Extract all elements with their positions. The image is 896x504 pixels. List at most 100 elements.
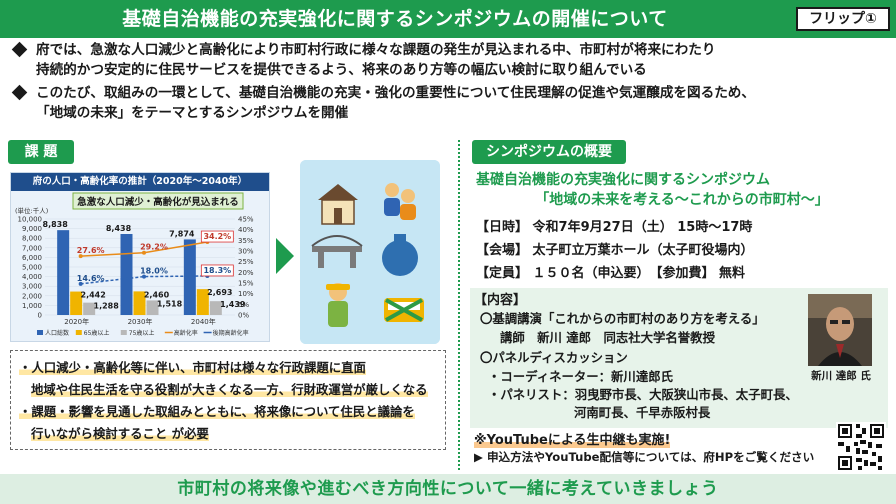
issue-2-line-2: 行いながら検討すること が必要 bbox=[31, 426, 209, 441]
right-tick-label: 30% bbox=[238, 248, 254, 256]
chart-banner: 急激な人口減少・高齢化が見込まれる bbox=[77, 196, 239, 208]
chart-plot: (単位:千人)急激な人口減少・高齢化が見込まれる01,0002,0003,000… bbox=[15, 192, 254, 337]
left-tick-label: 5,000 bbox=[22, 264, 42, 272]
legend-label: 人口総数 bbox=[45, 329, 69, 337]
left-tick-label: 9,000 bbox=[22, 225, 42, 233]
population-chart: 府の人口・高齢化率の推計（2020年〜2040年） (単位:千人) 急激な人口減少… bbox=[10, 172, 270, 342]
legend-label: 後期高齢化率 bbox=[213, 329, 249, 337]
line-point bbox=[142, 250, 146, 255]
issues-illustration bbox=[300, 160, 440, 344]
line-point bbox=[142, 274, 146, 279]
line-value-label: 27.6% bbox=[77, 246, 105, 255]
legend-label: 75歳以上 bbox=[129, 329, 155, 337]
line-value-label: 18.3% bbox=[203, 266, 231, 275]
line-point bbox=[78, 281, 83, 286]
flip-badge: フリップ① bbox=[796, 7, 890, 31]
venue-line: 【会場】 太子町立万葉ホール（太子町役場内） bbox=[476, 243, 754, 258]
issues-text-box: ・人口減少・高齢化等に伴い、市町村は様々な行政課題に直面 地域や住民生活を守る役… bbox=[10, 350, 446, 450]
left-tick-label: 10,000 bbox=[18, 216, 43, 224]
section-divider bbox=[458, 140, 460, 470]
line-label-box bbox=[200, 230, 234, 243]
issue-1-line-2: 地域や住民生活を守る役割が大きくなる一方、行財政運営が厳しくなる bbox=[31, 382, 428, 397]
x-tick-label: 2020年 bbox=[64, 317, 89, 326]
intro-bullet-1-line-1: 府では、急激な人口減少と高齢化により市町村行政に様々な課題の発生が見込まれる中、… bbox=[36, 42, 716, 58]
diamond-bullet-icon bbox=[11, 84, 28, 101]
bar-value-label: 2,460 bbox=[144, 290, 170, 299]
page-title: 基礎自治機能の充実強化に関するシンポジウムの開催について bbox=[122, 8, 668, 30]
line-value-label: 29.2% bbox=[140, 243, 168, 252]
bar-over65 bbox=[196, 289, 209, 315]
bar-value-label: 1,288 bbox=[94, 302, 120, 311]
panel-title: 〇パネルディスカッション bbox=[480, 350, 628, 365]
right-tick-label: 5% bbox=[238, 301, 249, 309]
apply-info-link[interactable]: ▶ 申込方法やYouTube配信等については、府HPをご覧ください bbox=[474, 450, 815, 464]
bar-value-label: 2,442 bbox=[81, 291, 106, 300]
line-value-label: 14.6% bbox=[77, 274, 105, 283]
symposium-tab: シンポジウムの概要 bbox=[472, 140, 626, 164]
legend-swatch bbox=[37, 330, 43, 335]
right-tick-label: 20% bbox=[238, 269, 254, 277]
bar-over75 bbox=[146, 300, 159, 315]
left-tick-label: 4,000 bbox=[22, 273, 42, 281]
legend-label: 高齢化率 bbox=[174, 329, 198, 337]
left-tick-label: 8,000 bbox=[22, 235, 42, 243]
line-late bbox=[80, 275, 208, 285]
diamond-bullet-icon bbox=[11, 41, 28, 58]
right-tick-label: 35% bbox=[238, 237, 254, 245]
speaker-caption: 新川 達郎 氏 bbox=[811, 370, 871, 382]
illustration-graphic bbox=[300, 160, 440, 344]
legend-swatch bbox=[120, 330, 127, 335]
legend-swatch bbox=[75, 330, 82, 335]
right-tick-label: 10% bbox=[238, 290, 254, 298]
x-tick-label: 2030年 bbox=[128, 317, 153, 326]
intro-bullet-1-line-2: 持続的かつ安定的に住民サービスを提供できるよう、将来のあり方等の幅広い検討に取り… bbox=[36, 62, 647, 78]
qr-code-icon[interactable] bbox=[836, 422, 886, 472]
chart-banner-box bbox=[72, 192, 244, 210]
bar-total bbox=[120, 233, 133, 315]
right-tick-label: 25% bbox=[238, 258, 254, 266]
bar-total bbox=[183, 239, 196, 315]
line-label-box bbox=[200, 264, 234, 277]
y-unit-label: (単位:千人) bbox=[15, 206, 48, 215]
bar-value-label: 8,838 bbox=[43, 220, 69, 229]
right-tick-label: 45% bbox=[238, 216, 254, 224]
bar-value-label: 2,693 bbox=[207, 288, 232, 297]
line-point bbox=[78, 254, 83, 259]
bar-total bbox=[57, 230, 70, 315]
people-icon bbox=[384, 183, 416, 220]
title-bar: 基礎自治機能の充実強化に関するシンポジウムの開催について フリップ① bbox=[0, 0, 896, 38]
left-tick-label: 6,000 bbox=[22, 254, 42, 262]
legend-label: 65歳以上 bbox=[84, 329, 110, 337]
vacant-house-icon bbox=[318, 184, 358, 225]
lecture-speaker: 講師 新川 達郎 同志社大学名誉教授 bbox=[500, 330, 715, 345]
bar-value-label: 1,518 bbox=[157, 299, 183, 308]
right-arrow-icon bbox=[276, 238, 294, 274]
lecture-title: 〇基調講演「これからの市町村のあり方を考える」 bbox=[480, 311, 765, 326]
issues-tab: 課 題 bbox=[8, 140, 74, 164]
chart-title: 府の人口・高齢化率の推計（2020年〜2040年） bbox=[11, 173, 269, 191]
bar-value-label: 1,439 bbox=[220, 300, 246, 309]
right-tick-label: 40% bbox=[238, 226, 254, 234]
symposium-title: 基礎自治機能の充実強化に関するシンポジウム bbox=[476, 172, 770, 188]
left-tick-label: 2,000 bbox=[22, 292, 42, 300]
issue-2-line-1: ・課題・影響を見通した取組みとともに、将来像について住民と議論を bbox=[19, 404, 415, 419]
right-tick-label: 0% bbox=[238, 312, 249, 320]
worker-icon bbox=[326, 283, 350, 327]
left-tick-label: 0 bbox=[38, 312, 42, 320]
money-bag-icon bbox=[382, 234, 418, 276]
bar-over65 bbox=[133, 291, 146, 315]
line-value-label: 18.0% bbox=[140, 267, 168, 276]
panelist-line-1: ・パネリスト：羽曳野市長、大阪狭山市長、太子町長、 bbox=[488, 387, 798, 402]
bar-value-label: 7,874 bbox=[169, 229, 195, 238]
intro-bullet-2-line-1: このたび、取組みの一環として、基礎自治機能の充実・強化の重要性について住民理解の… bbox=[36, 85, 755, 101]
issue-1-line-1: ・人口減少・高齢化等に伴い、市町村は様々な行政課題に直面 bbox=[19, 360, 366, 375]
panelist-line-2: 河南町長、千早赤阪村長 bbox=[574, 405, 711, 420]
speaker-photo bbox=[808, 294, 872, 366]
coordinator-line: ・コーディネーター：新川達郎氏 bbox=[488, 369, 673, 384]
left-tick-label: 3,000 bbox=[22, 283, 42, 291]
date-line: 【日時】 令和7年9月27日（土） 15時〜17時 bbox=[476, 220, 753, 235]
bar-over75 bbox=[209, 301, 222, 315]
intro-bullet-1: 府では、急激な人口減少と高齢化により市町村行政に様々な課題の発生が見込まれる中、… bbox=[6, 40, 892, 80]
youtube-notice: ※YouTubeによる生中継も実施! bbox=[474, 433, 671, 448]
right-tick-label: 15% bbox=[238, 280, 254, 288]
